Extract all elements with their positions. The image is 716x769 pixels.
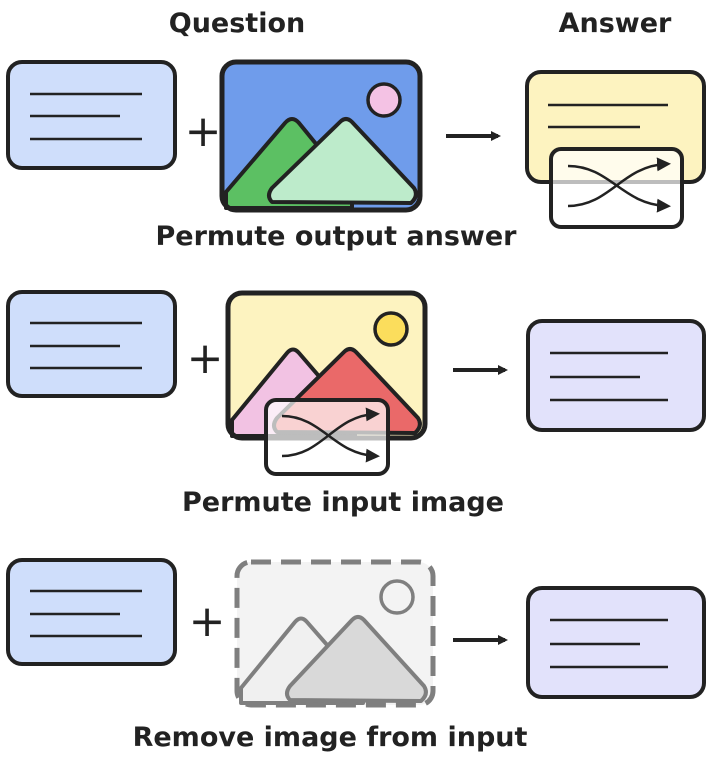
row-permute-input: + Permute input image [6, 290, 706, 518]
question-header: Question [169, 8, 306, 39]
row-caption: Permute output answer [155, 221, 517, 252]
removed-image-icon [234, 559, 436, 708]
question-text-card [6, 558, 177, 666]
answer-text-card [526, 319, 706, 432]
input-image-icon [219, 59, 423, 213]
question-text-card [6, 290, 177, 398]
question-text-card [6, 60, 177, 170]
row-caption: Permute input image [182, 487, 504, 518]
permute-icon [549, 147, 684, 229]
row-caption: Remove image from input [133, 722, 528, 753]
plus-sign: + [185, 106, 222, 157]
row-remove-image: + Remove image from input [6, 558, 706, 753]
row-permute-output: + Permute output answer [6, 59, 706, 252]
answer-text-card [526, 586, 706, 699]
permute-icon [264, 398, 390, 476]
answer-header: Answer [559, 8, 672, 39]
plus-sign: + [189, 596, 226, 647]
plus-sign: + [187, 333, 224, 384]
